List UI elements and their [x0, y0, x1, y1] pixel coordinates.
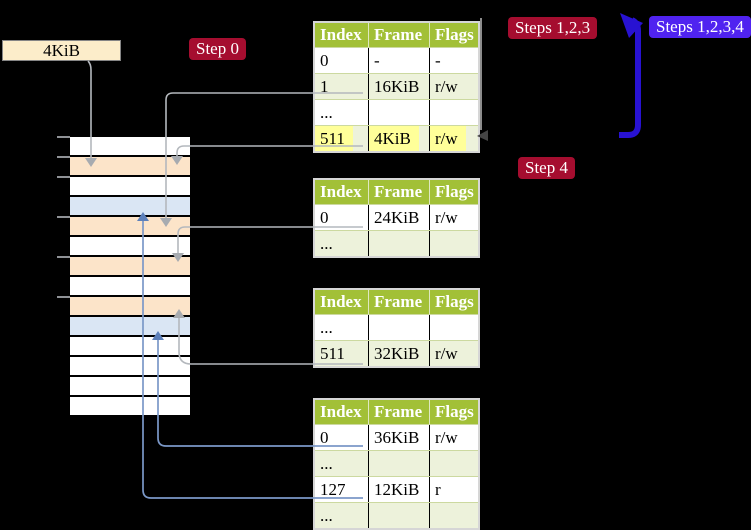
step4-badge: Step 4	[518, 157, 575, 179]
table-cell: 16KiB	[368, 74, 429, 99]
table-cell: ...	[320, 454, 333, 473]
table-cell: 36KiB	[368, 425, 429, 450]
header-cell: Index	[320, 292, 362, 311]
memory-frame-row	[70, 375, 190, 395]
memory-frame-row	[70, 155, 190, 175]
table-cell: 32KiB	[368, 341, 429, 366]
table-cell: r/w	[429, 205, 478, 230]
memory-frame-row	[70, 215, 190, 235]
table-cell: 0	[320, 51, 329, 70]
header-cell: Flags	[429, 23, 478, 47]
table-cell: -	[368, 48, 429, 73]
memory-frame-row	[70, 175, 190, 195]
steps1234-badge: Steps 1,2,3,4	[649, 16, 751, 38]
memory-frame-row	[70, 395, 190, 415]
axis-tick	[57, 156, 70, 158]
header-cell: Frame	[368, 180, 429, 204]
axis-tick	[57, 176, 70, 178]
header-cell: Index	[320, 402, 362, 421]
memory-frame-row	[70, 195, 190, 215]
table-cell: ...	[320, 506, 333, 525]
header-cell: Frame	[368, 23, 429, 47]
memory-frame-row	[70, 255, 190, 275]
memory-frame-row	[70, 355, 190, 375]
header-cell: Frame	[368, 290, 429, 314]
table-cell	[368, 100, 429, 125]
table-cell: 1	[320, 77, 329, 96]
table-cell	[368, 503, 429, 528]
table-row: ...	[315, 230, 478, 256]
axis-tick	[57, 136, 70, 138]
memory-frame-row	[70, 275, 190, 295]
memory-frame-row	[70, 235, 190, 255]
table-cell: 24KiB	[368, 205, 429, 230]
table-row: ...	[315, 314, 478, 340]
table-cell	[429, 315, 478, 340]
header-cell: Flags	[429, 180, 478, 204]
table-cell: 0	[320, 428, 329, 447]
header-cell: Index	[320, 182, 362, 201]
axis-tick	[57, 216, 70, 218]
steps-bracket-arrow	[619, 13, 643, 138]
table-row: ...	[315, 99, 478, 125]
table-cell	[368, 231, 429, 256]
table-cell: r	[429, 477, 478, 502]
table-cell	[429, 231, 478, 256]
axis-tick	[57, 256, 70, 258]
axis-tick	[57, 296, 70, 298]
table-cell	[429, 100, 478, 125]
table-cell: 4KiB	[368, 126, 429, 151]
table-cell: 511	[315, 126, 368, 151]
table-cell: 511	[320, 344, 345, 363]
table-cell	[368, 315, 429, 340]
table-cell: 0	[320, 208, 329, 227]
table-cell: ...	[320, 103, 333, 122]
memory-frame-row	[70, 137, 190, 155]
memory-frame-row	[70, 295, 190, 315]
memory-frame-row	[70, 335, 190, 355]
table-row: ...	[315, 502, 478, 528]
memory-column	[70, 137, 190, 415]
table-cell: ...	[320, 234, 333, 253]
memory-frame-row	[70, 315, 190, 335]
table-cell	[429, 503, 478, 528]
table-cell	[429, 451, 478, 476]
table-cell: 12KiB	[368, 477, 429, 502]
arrow-up-left-icon	[620, 13, 643, 38]
table-cell: r/w	[429, 74, 478, 99]
header-cell: Frame	[368, 400, 429, 424]
table-cell: 127	[320, 480, 346, 499]
header-cell: Index	[320, 25, 362, 44]
table-cell: ...	[320, 318, 333, 337]
table-row: ...	[315, 450, 478, 476]
header-cell: Flags	[429, 290, 478, 314]
step0-badge: Step 0	[189, 38, 246, 60]
table-cell: r/w	[429, 425, 478, 450]
table-cell: -	[429, 48, 478, 73]
page-size-label: 4KiB	[2, 40, 121, 61]
table-cell: r/w	[429, 126, 478, 151]
table-row: 0 --	[315, 47, 478, 73]
table-cell	[368, 451, 429, 476]
header-cell: Flags	[429, 400, 478, 424]
table-cell: r/w	[429, 341, 478, 366]
steps123-badge: Steps 1,2,3	[508, 17, 598, 39]
